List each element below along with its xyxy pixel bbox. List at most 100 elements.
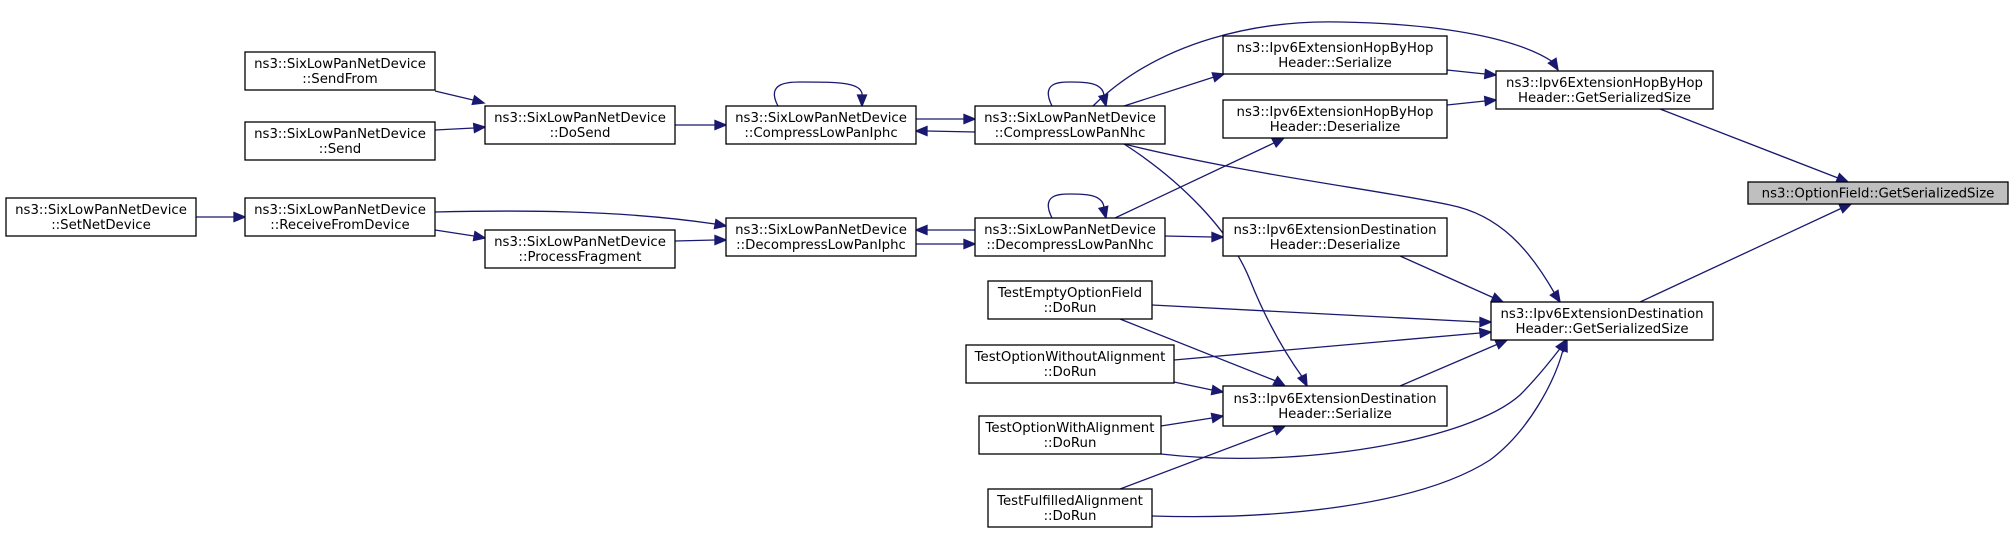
edge-arrowhead bbox=[1211, 231, 1225, 243]
node-dosend[interactable]: ns3::SixLowPanNetDevice::DoSend bbox=[484, 105, 676, 145]
node-label-line: ns3::SixLowPanNetDevice bbox=[494, 111, 666, 126]
edge-line bbox=[773, 81, 863, 107]
node-sendfrom[interactable]: ns3::SixLowPanNetDevice::SendFrom bbox=[244, 51, 436, 91]
node-label-line: ns3::Ipv6ExtensionDestination bbox=[1233, 223, 1436, 238]
node-box bbox=[725, 217, 917, 257]
edge-c_nhc-to-c_iphc bbox=[914, 125, 976, 137]
edge-line bbox=[1173, 331, 1492, 361]
node-c_nhc[interactable]: ns3::SixLowPanNetDevice::CompressLowPanN… bbox=[974, 105, 1166, 145]
edge-t_noal-to-dst_ser bbox=[1173, 381, 1225, 396]
edge-arrowhead bbox=[1835, 172, 1850, 183]
node-frag[interactable]: ns3::SixLowPanNetDevice::ProcessFragment bbox=[484, 229, 676, 269]
edge-arrowhead bbox=[1478, 327, 1493, 339]
edge-t_empty-to-dst_ser bbox=[1119, 318, 1287, 387]
node-dst_ser[interactable]: ns3::Ipv6ExtensionDestinationHeader::Ser… bbox=[1222, 385, 1448, 427]
node-box bbox=[244, 51, 436, 91]
node-label-line: ::SendFrom bbox=[302, 72, 377, 87]
edge-line bbox=[1639, 203, 1852, 303]
edge-t_wal-to-dst_ser bbox=[1160, 412, 1225, 427]
edge-arrowhead bbox=[1210, 412, 1225, 424]
edges bbox=[196, 21, 1853, 518]
node-label-line: ns3::SixLowPanNetDevice bbox=[254, 203, 426, 218]
edge-arrowhead bbox=[1547, 57, 1559, 72]
node-label-line: ns3::Ipv6ExtensionDestination bbox=[1500, 307, 1703, 322]
node-label-line: ::ProcessFragment bbox=[519, 250, 642, 265]
node-d_iphc[interactable]: ns3::SixLowPanNetDevice::DecompressLowPa… bbox=[725, 217, 917, 257]
edge-arrowhead bbox=[963, 238, 977, 250]
edge-line bbox=[1123, 73, 1225, 107]
edge-arrowhead bbox=[1490, 292, 1505, 303]
edge-line bbox=[1399, 339, 1508, 387]
edge-t_empty-to-dst_gss bbox=[1151, 304, 1493, 328]
node-t_wal[interactable]: TestOptionWithAlignment::DoRun bbox=[978, 415, 1162, 455]
edge-d_nhc-to-dst_des bbox=[1164, 231, 1225, 243]
edge-d_nhc-to-d_iphc bbox=[914, 224, 975, 236]
node-label-line: ns3::Ipv6ExtensionHopByHop bbox=[1506, 76, 1703, 91]
node-t_ful[interactable]: TestFulfilledAlignment::DoRun bbox=[987, 488, 1153, 528]
edge-line bbox=[1047, 193, 1107, 219]
edge-arrowhead bbox=[1271, 137, 1286, 149]
edge-recv-to-frag bbox=[434, 229, 487, 242]
node-label-line: ::DecompressLowPanIphc bbox=[736, 238, 906, 253]
edge-d_nhc-to-hbh_des bbox=[1114, 137, 1286, 219]
node-label-line: ns3::SixLowPanNetDevice bbox=[735, 223, 907, 238]
edge-arrowhead bbox=[1479, 316, 1493, 328]
node-label-line: ::DoRun bbox=[1044, 301, 1097, 316]
edge-arrowhead bbox=[914, 224, 928, 236]
node-d_nhc[interactable]: ns3::SixLowPanNetDevice::DecompressLowPa… bbox=[974, 217, 1166, 257]
node-label-line: ::SetNetDevice bbox=[51, 218, 151, 233]
node-hbh_des[interactable]: ns3::Ipv6ExtensionHopByHopHeader::Deseri… bbox=[1222, 99, 1448, 139]
node-setnet[interactable]: ns3::SixLowPanNetDevice::SetNetDevice bbox=[5, 197, 197, 237]
edge-dosend-to-c_iphc bbox=[675, 119, 728, 131]
node-label-line: TestEmptyOptionField bbox=[997, 286, 1142, 301]
node-box bbox=[244, 121, 436, 161]
node-label-line: ns3::SixLowPanNetDevice bbox=[254, 127, 426, 142]
node-recv[interactable]: ns3::SixLowPanNetDevice::ReceiveFromDevi… bbox=[244, 197, 436, 237]
node-t_noal[interactable]: TestOptionWithoutAlignment::DoRun bbox=[965, 344, 1175, 384]
edge-arrowhead bbox=[1097, 93, 1109, 108]
edge-c_iphc-to-c_nhc bbox=[916, 113, 977, 125]
edge-arrowhead bbox=[472, 230, 487, 242]
node-c_iphc[interactable]: ns3::SixLowPanNetDevice::CompressLowPanI… bbox=[725, 105, 917, 145]
node-box bbox=[1495, 70, 1714, 110]
edge-d_nhc-to-d_nhc bbox=[1047, 193, 1109, 220]
node-root[interactable]: ns3::OptionField::GetSerializedSize bbox=[1747, 181, 2009, 205]
node-label-line: Header::Serialize bbox=[1278, 56, 1392, 71]
node-t_empty[interactable]: TestEmptyOptionField::DoRun bbox=[987, 280, 1153, 320]
edge-line bbox=[1151, 304, 1491, 323]
edge-hbh_gss-to-root bbox=[1659, 108, 1850, 183]
node-box bbox=[1490, 301, 1714, 341]
edge-arrowhead bbox=[963, 113, 977, 125]
edge-c_nhc-to-hbh_gss bbox=[1092, 21, 1559, 107]
edge-arrowhead bbox=[1557, 338, 1568, 353]
node-label-line: ns3::Ipv6ExtensionHopByHop bbox=[1237, 41, 1434, 56]
node-box bbox=[974, 217, 1166, 257]
node-box bbox=[1747, 181, 2009, 205]
node-box bbox=[987, 488, 1153, 528]
node-hbh_gss[interactable]: ns3::Ipv6ExtensionHopByHopHeader::GetSer… bbox=[1495, 70, 1714, 110]
node-hbh_ser[interactable]: ns3::Ipv6ExtensionHopByHopHeader::Serial… bbox=[1222, 35, 1448, 75]
edge-arrowhead bbox=[714, 234, 728, 246]
node-label-line: ::DoRun bbox=[1044, 509, 1097, 524]
edge-dst_des-to-dst_gss bbox=[1399, 255, 1505, 303]
edge-arrowhead bbox=[1296, 373, 1308, 388]
node-label-line: Header::Deserialize bbox=[1270, 120, 1401, 135]
node-label-line: Header::GetSerializedSize bbox=[1518, 91, 1691, 106]
node-dst_gss[interactable]: ns3::Ipv6ExtensionDestinationHeader::Get… bbox=[1490, 301, 1714, 341]
node-dst_des[interactable]: ns3::Ipv6ExtensionDestinationHeader::Des… bbox=[1222, 217, 1448, 257]
edge-d_iphc-to-d_nhc bbox=[916, 238, 977, 250]
edge-line bbox=[1151, 339, 1568, 518]
node-label-line: TestFulfilledAlignment bbox=[996, 494, 1143, 509]
edge-send-to-dosend bbox=[434, 122, 487, 134]
edge-line bbox=[434, 210, 727, 227]
edge-arrowhead bbox=[1272, 425, 1287, 436]
edge-t_noal-to-dst_gss bbox=[1173, 327, 1493, 361]
node-send[interactable]: ns3::SixLowPanNetDevice::Send bbox=[244, 121, 436, 161]
edge-arrowhead bbox=[1211, 72, 1226, 83]
edge-arrowhead bbox=[1210, 384, 1225, 396]
node-label-line: ns3::SixLowPanNetDevice bbox=[254, 57, 426, 72]
edge-arrowhead bbox=[1097, 205, 1109, 220]
node-label-line: ::DecompressLowPanNhc bbox=[986, 238, 1153, 253]
edge-c_nhc-to-hbh_ser bbox=[1123, 72, 1226, 107]
